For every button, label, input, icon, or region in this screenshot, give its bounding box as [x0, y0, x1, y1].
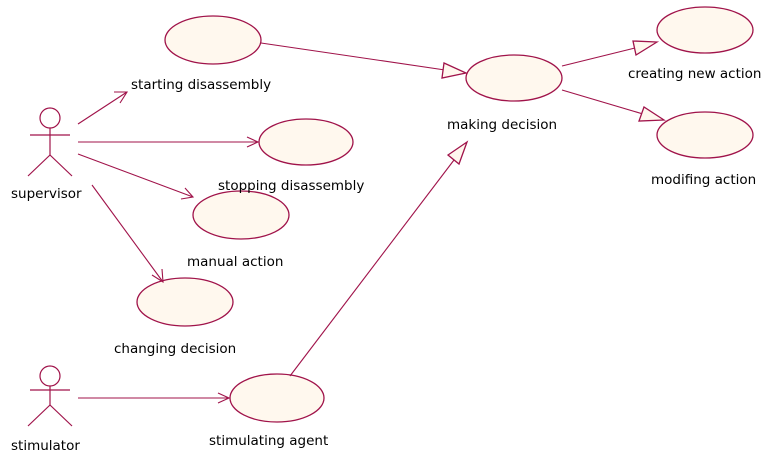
actor-supervisor-label: supervisor: [11, 186, 82, 202]
edge-stimulating-agent-to-making-decision: [289, 140, 469, 377]
actor-stimulator-head: [39, 365, 61, 387]
usecase-changing-decision[interactable]: [136, 277, 234, 327]
actor-supervisor-left-leg: [27, 154, 51, 177]
actor-stimulator-label: stimulator: [11, 438, 80, 454]
edge-making-decision-to-creating-new-action: [561, 40, 660, 67]
edge-starting-disassembly-to-making-decision: [260, 42, 469, 79]
actor-supervisor-right-leg: [49, 154, 73, 177]
usecase-starting-disassembly[interactable]: [164, 15, 262, 65]
edge-supervisor-to-changing-decision: [91, 184, 164, 284]
usecase-modifing-action[interactable]: [656, 111, 754, 159]
actor-supervisor-head: [39, 107, 61, 129]
usecase-manual-action[interactable]: [192, 190, 290, 240]
usecase-stopping-disassembly[interactable]: [258, 118, 354, 166]
usecase-modifing-action-label: modifing action: [651, 172, 757, 188]
actor-supervisor[interactable]: [27, 107, 73, 177]
actor-stimulator[interactable]: [27, 365, 73, 427]
usecase-stimulating-agent-label: stimulating agent: [209, 433, 329, 449]
usecase-making-decision-label: making decision: [447, 117, 558, 133]
usecase-creating-new-action[interactable]: [656, 6, 754, 54]
usecase-stopping-disassembly-label: stopping disassembly: [218, 178, 365, 194]
usecase-making-decision[interactable]: [465, 54, 563, 102]
usecase-creating-new-action-label: creating new action: [628, 66, 762, 82]
actor-stimulator-left-leg: [27, 404, 51, 427]
usecase-starting-disassembly-label: starting disassembly: [131, 77, 272, 93]
edge-supervisor-to-manual-action: [77, 153, 195, 200]
usecase-changing-decision-label: changing decision: [114, 341, 237, 357]
usecase-manual-action-label: manual action: [187, 254, 284, 270]
usecase-stimulating-agent[interactable]: [229, 373, 325, 423]
edge-stimulator-to-stimulating-agent: [78, 392, 231, 404]
actor-stimulator-right-leg: [49, 404, 73, 427]
edge-supervisor-to-starting-disassembly: [77, 91, 129, 125]
edge-supervisor-to-stopping-disassembly: [78, 136, 260, 148]
edge-making-decision-to-modifing-action: [561, 89, 667, 122]
